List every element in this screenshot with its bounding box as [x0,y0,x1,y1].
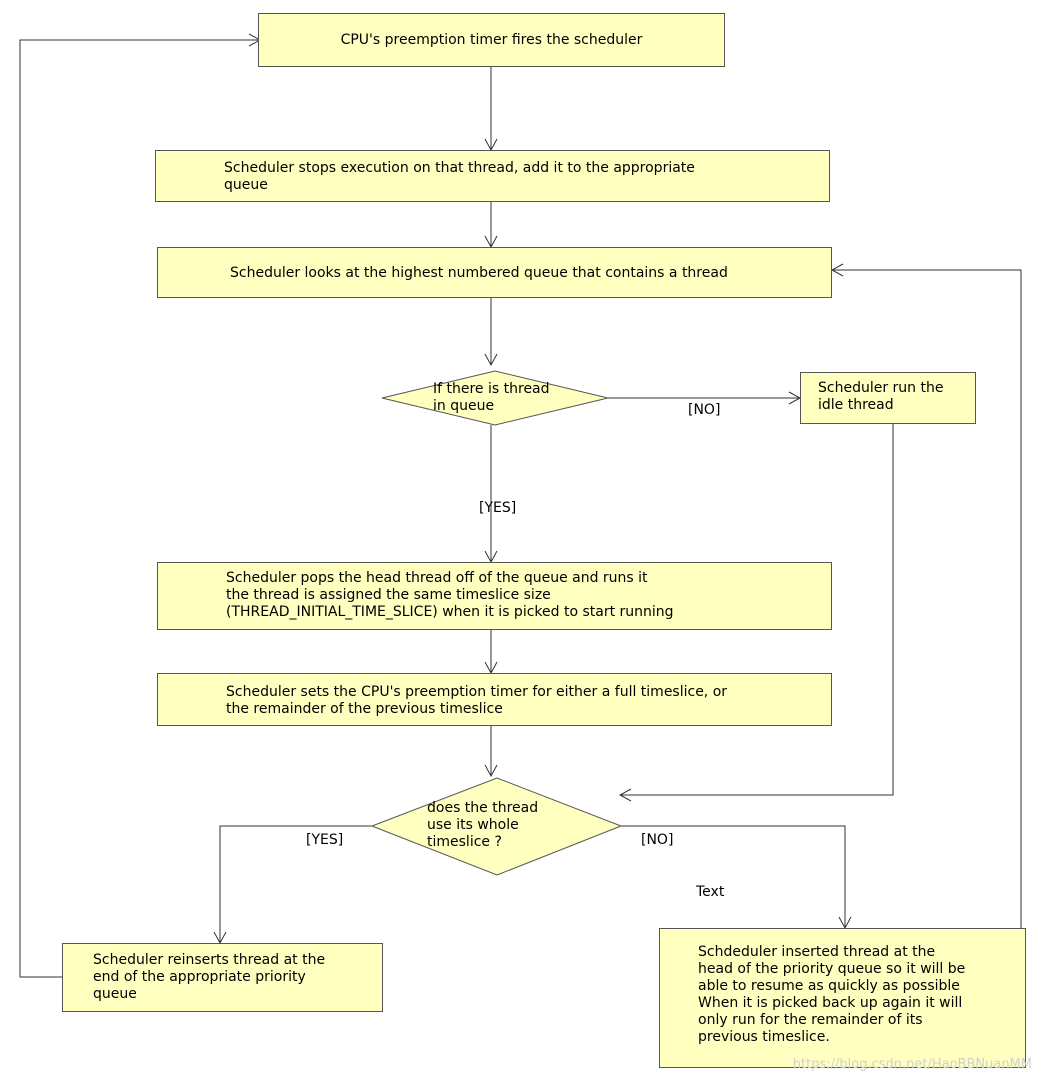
label-yes-reinsert: [YES] [306,832,344,848]
edge-decision-no-to-insert-head [620,825,852,930]
node-insert-head: Schdeduler inserted thread at the head o… [659,928,1026,1068]
label-no-insert-head: [NO] [641,832,674,848]
edge-idle-to-decision [618,424,894,802]
node-stop-exec: Scheduler stops execution on that thread… [155,150,830,202]
label-no-idle: [NO] [688,402,721,418]
edge-reinsert-loop-to-timer [19,33,262,978]
edge-insert-head-loop-to-look [830,263,1022,928]
node-timer-fires: CPU's preemption timer fires the schedul… [258,13,725,67]
decision-if-thread [381,370,609,426]
label-yes-pop: [YES] [479,500,517,516]
node-set-timer-text: Scheduler sets the CPU's preemption time… [226,684,728,717]
decision-whole-slice [370,777,623,876]
decision-whole-slice-text: does the thread use its whole timeslice … [427,800,539,850]
node-timer-fires-text: CPU's preemption timer fires the schedul… [340,32,643,48]
node-stop-exec-text: Scheduler stops execution on that thread… [224,160,695,193]
label-text: Text [696,884,725,900]
node-idle: Scheduler run the idle thread [800,372,976,424]
node-look-queue: Scheduler looks at the highest numbered … [157,247,832,298]
node-look-queue-text: Scheduler looks at the highest numbered … [230,265,728,281]
node-insert-head-text: Schdeduler inserted thread at the head o… [698,944,966,1045]
node-reinsert-end-text: Scheduler reinserts thread at the end of… [93,952,326,1002]
node-reinsert-end: Scheduler reinserts thread at the end of… [62,943,383,1012]
node-pop-head: Scheduler pops the head thread off of th… [157,562,832,630]
node-idle-text: Scheduler run the idle thread [818,380,944,413]
watermark: https://blog.csdn.net/HaoBBNuanMM [792,1057,1032,1072]
node-set-timer: Scheduler sets the CPU's preemption time… [157,673,832,726]
decision-if-thread-text: If there is thread in queue [433,381,550,414]
node-pop-head-text: Scheduler pops the head thread off of th… [226,570,674,620]
edge-decision-yes-to-reinsert [213,825,372,945]
